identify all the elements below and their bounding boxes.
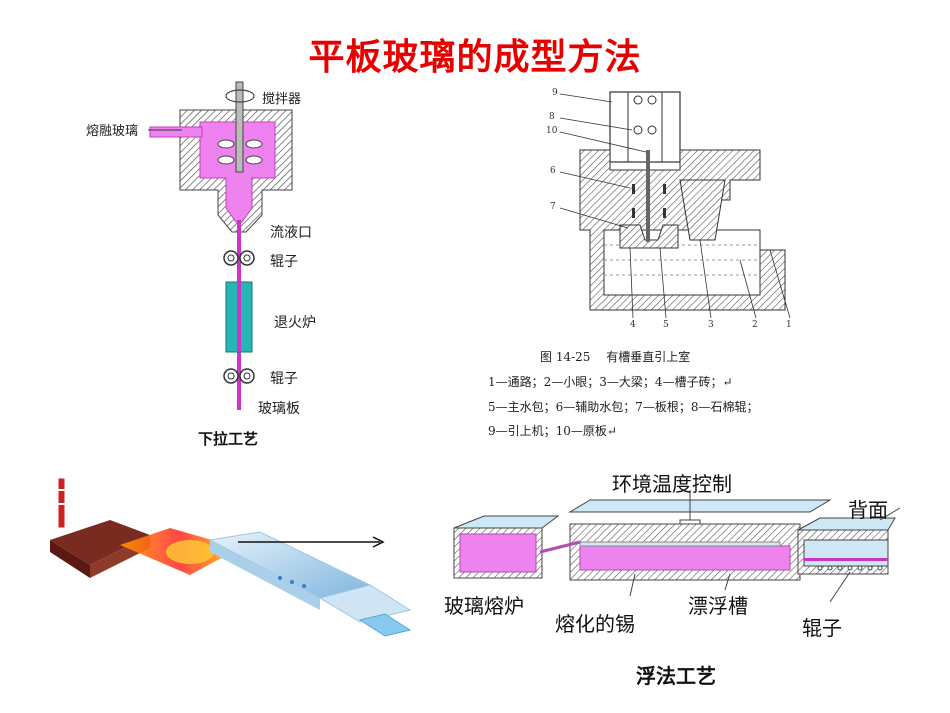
bath-roof: [568, 499, 832, 513]
glass-output: [358, 613, 412, 637]
tin-bath: [579, 545, 791, 571]
slot-draw-diagram: [559, 91, 791, 319]
float-bath-label: 漂浮槽: [688, 594, 748, 618]
legend-line-2: 5—主水包；6—辅助水包；7—板根；8—石棉辊；: [488, 400, 759, 414]
molten-glass-label: 熔融玻璃: [86, 124, 139, 139]
glass-sheet-label: 玻璃板: [258, 401, 300, 417]
callout-2: 2: [752, 320, 758, 330]
callout-3: 3: [708, 320, 714, 330]
lehr-rollers: [817, 565, 883, 571]
callout-4: 4: [630, 320, 636, 330]
roller-label-2: 辊子: [270, 371, 298, 387]
callout-10: 10: [546, 126, 558, 136]
glass-ribbon: [646, 150, 650, 242]
float-caption: 浮法工艺: [636, 664, 716, 688]
slot-brick: [619, 224, 679, 249]
annealing-furnace-label: 退火炉: [274, 315, 316, 331]
molten-tin-label: 熔化的锡: [555, 612, 635, 636]
stirrer-label: 搅拌器: [262, 92, 302, 107]
flow-opening-label: 流液口: [270, 225, 312, 241]
furnace-glass: [459, 533, 537, 573]
float-process-diagram: [453, 490, 901, 603]
glass-inlet: [149, 126, 203, 138]
page-title: 平板玻璃的成型方法: [308, 36, 642, 78]
float-roller-label: 辊子: [802, 616, 842, 640]
draw-machine: [609, 91, 681, 163]
callout-9: 9: [552, 88, 558, 98]
down-draw-diagram: [148, 81, 293, 410]
callout-8: 8: [549, 112, 555, 122]
main-beam: [679, 179, 726, 241]
furnace-block: [50, 520, 150, 565]
roller-label-1: 辊子: [270, 254, 298, 270]
legend-line-3: 9—引上机；10—原板↵: [488, 424, 617, 438]
lehr-inside: [803, 539, 889, 567]
glass-furnace-label: 玻璃熔炉: [444, 594, 524, 618]
stirrer-top: [225, 89, 255, 103]
back-label: 背面: [848, 498, 888, 522]
legend-line-1: 1—通路；2—小眼；3—大梁；4—槽子砖；↵: [488, 375, 733, 389]
float-line-illustration: [50, 477, 412, 637]
figure-caption: 图 14-25 有槽垂直引上室: [540, 350, 691, 364]
lehr-3d: [318, 584, 412, 623]
callout-6: 6: [550, 166, 556, 176]
callout-1: 1: [786, 320, 792, 330]
down-draw-caption: 下拉工艺: [198, 430, 259, 448]
callout-5: 5: [663, 320, 669, 330]
glass-ribbon-on-tin: [579, 541, 781, 547]
callout-7: 7: [550, 202, 556, 212]
stirrer-shaft: [235, 81, 244, 173]
env-control-label: 环境温度控制: [612, 472, 732, 496]
